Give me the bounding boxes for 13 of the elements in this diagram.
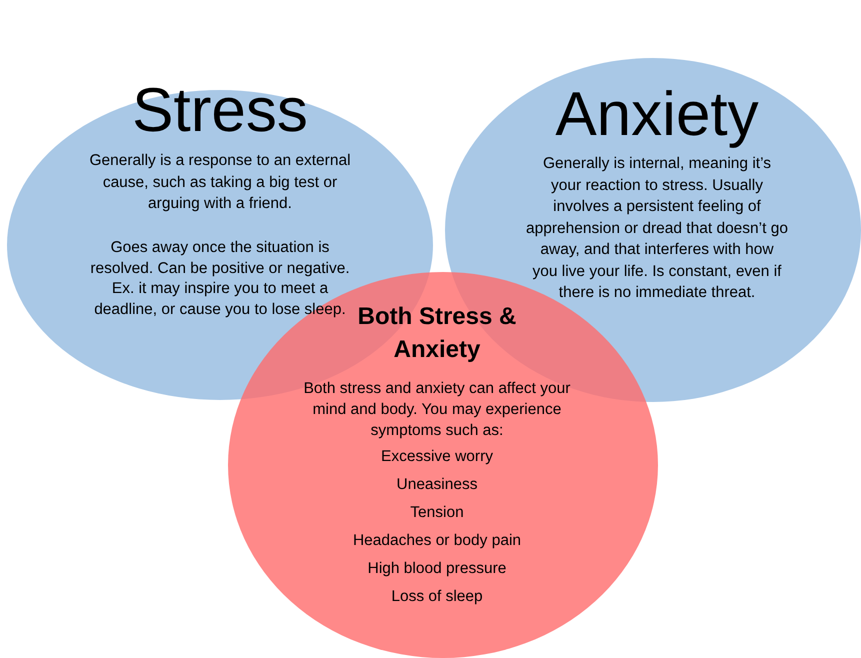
description-text: Both stress and anxiety can affect your mind and body. You may experience symptoms such as: (302, 379, 572, 441)
circle-title: Stress (131, 76, 309, 146)
circle-title: Anxiety (554, 80, 760, 150)
symptom-item: Tension (409, 503, 465, 523)
circle-title: Both Stress & Anxiety (356, 302, 518, 365)
symptom-item: Uneasiness (396, 475, 478, 495)
description-text: Generally is a response to an external cause, such as taking a big test or arguing with a friend. (88, 151, 352, 214)
symptom-item: Loss of sleep (390, 587, 484, 607)
description-text: Generally is internal, meaning it’s your reaction to stress. Usually involves a persistent feeling of apprehension or dread that doesn’t go away, and that interferes with how you live your life. Is constant, even if there is no immediate threat. (526, 154, 788, 303)
symptom-item: Excessive worry (380, 447, 494, 467)
description-text: Goes away once the situation is resolved. Can be positive or negative. Ex. it may inspire you to meet a deadline, or cause you to lose sleep. (89, 238, 351, 320)
symptom-item: High blood pressure (366, 559, 508, 579)
symptom-item: Headaches or body pain (352, 531, 522, 551)
